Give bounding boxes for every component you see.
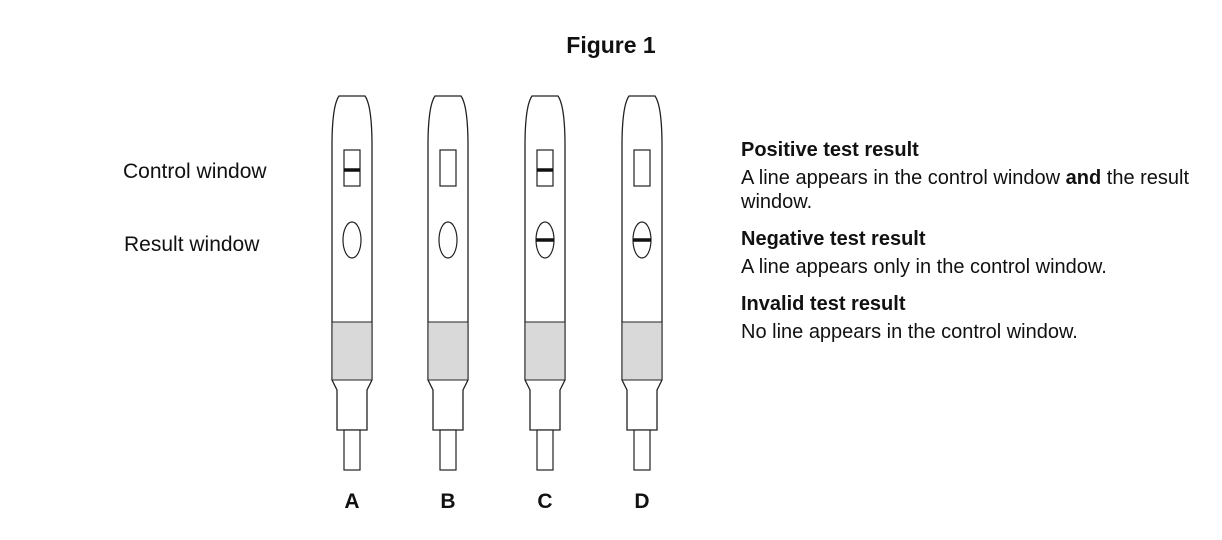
result-window bbox=[438, 221, 458, 259]
device-grip bbox=[621, 321, 663, 381]
device-letter-d: D bbox=[634, 490, 650, 513]
legend-invalid: Invalid test result No line appears in t… bbox=[741, 292, 1201, 344]
device-letter-c: C bbox=[537, 490, 553, 513]
legend-positive: Positive test result A line appears in t… bbox=[741, 138, 1201, 214]
device-letter-a: A bbox=[344, 490, 360, 513]
legend-negative-heading: Negative test result bbox=[741, 228, 926, 250]
control-window bbox=[536, 149, 554, 187]
legend-invalid-heading: Invalid test result bbox=[741, 293, 906, 315]
device-tip bbox=[536, 429, 554, 471]
test-device-a bbox=[331, 95, 373, 471]
device-tip bbox=[439, 429, 457, 471]
result-window-label: Result window bbox=[124, 233, 260, 256]
device-grip bbox=[427, 321, 469, 381]
test-device-b bbox=[427, 95, 469, 471]
legend-negative: Negative test result A line appears only… bbox=[741, 227, 1201, 279]
control-window bbox=[633, 149, 651, 187]
figure-title: Figure 1 bbox=[566, 32, 656, 58]
control-window-label: Control window bbox=[123, 160, 267, 183]
legend-negative-text: A line appears only in the control windo… bbox=[741, 256, 1107, 278]
device-tip bbox=[633, 429, 651, 471]
legend-positive-text: A line appears in the control window and… bbox=[741, 167, 1190, 213]
legend-invalid-text: No line appears in the control window. bbox=[741, 321, 1078, 343]
control-window bbox=[439, 149, 457, 187]
device-grip bbox=[331, 321, 373, 381]
device-grip bbox=[524, 321, 566, 381]
device-tip bbox=[343, 429, 361, 471]
device-letter-b: B bbox=[440, 490, 456, 513]
legend-positive-heading: Positive test result bbox=[741, 139, 919, 161]
test-device-d bbox=[621, 95, 663, 471]
control-window bbox=[343, 149, 361, 187]
test-device-c bbox=[524, 95, 566, 471]
result-legend: Positive test result A line appears in t… bbox=[741, 138, 1201, 357]
result-window bbox=[342, 221, 362, 259]
